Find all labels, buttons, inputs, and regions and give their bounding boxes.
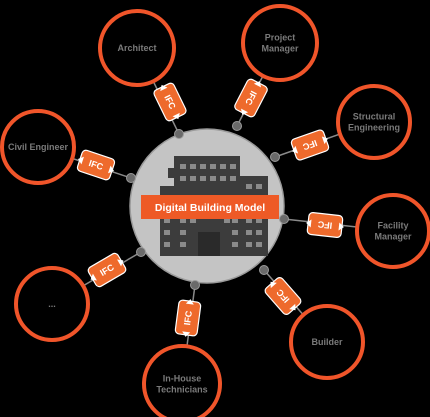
ifc-badge-facility-manager[interactable]: IFC [305, 212, 345, 238]
hub-dot-project-manager [232, 121, 242, 131]
hub-dot-structural-engineering [270, 152, 280, 162]
hub-dot-architect [174, 129, 184, 139]
node-label-facility-manager: Manager [374, 232, 412, 242]
node-civil-engineer[interactable]: Civil Engineer [0, 109, 76, 185]
hub: Digital Building Model [129, 128, 285, 284]
ifc-label: IFC [301, 138, 318, 152]
node-label-in-house-technicians: Technicians [156, 385, 207, 395]
node-label-architect: Architect [117, 43, 156, 53]
ifc-badge-civil-engineer[interactable]: IFC [74, 149, 117, 182]
node-label-in-house-technicians: In-House [163, 374, 202, 384]
node-label-builder: Builder [311, 337, 343, 347]
ifc-badge-project-manager[interactable]: IFC [232, 76, 269, 120]
center-label: Digital Building Model [155, 202, 265, 214]
node-label-structural-engineering: Structural [353, 112, 396, 122]
hub-dot-civil-engineer [126, 173, 136, 183]
ifc-label: IFC [317, 219, 333, 231]
node-label-project-manager: Manager [261, 44, 299, 54]
ifc-label: IFC [182, 310, 194, 326]
hub-dot-builder [259, 265, 269, 275]
hub-dot-facility-manager [279, 214, 289, 224]
ifc-badge-in-house-technicians[interactable]: IFC [174, 298, 202, 339]
ifc-label: IFC [88, 158, 105, 172]
node-label-structural-engineering: Engineering [348, 123, 400, 133]
node-label-other: ... [48, 299, 56, 309]
ifc-badge-other[interactable]: IFC [85, 251, 129, 289]
node-label-civil-engineer: Civil Engineer [8, 142, 69, 152]
hub-dot-in-house-technicians [190, 280, 200, 290]
node-builder[interactable]: Builder [289, 304, 365, 380]
node-label-project-manager: Project [265, 33, 296, 43]
hub-dot-other [136, 247, 146, 257]
node-label-facility-manager: Facility [377, 221, 408, 231]
node-architect[interactable]: Architect [98, 9, 176, 87]
node-other[interactable]: ... [14, 266, 90, 342]
nodes-layer: IFCArchitectIFCProjectManagerIFCStructur… [0, 4, 430, 417]
ifc-badge-structural-engineering[interactable]: IFC [288, 128, 331, 161]
ifc-badge-builder[interactable]: IFC [262, 274, 304, 317]
center-label-banner[interactable]: Digital Building Model [141, 195, 279, 219]
ifc-badge-architect[interactable]: IFC [152, 80, 188, 124]
